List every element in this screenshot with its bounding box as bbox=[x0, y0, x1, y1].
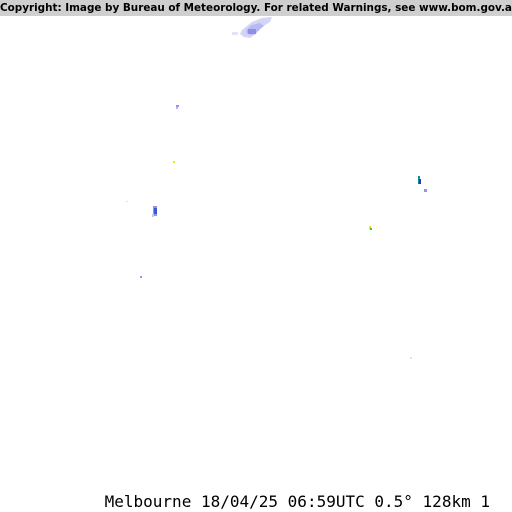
caption-date: 18/04/25 bbox=[200, 492, 279, 511]
echo-speck-yellow-east bbox=[369, 226, 372, 230]
radar-caption: Melbourne 18/04/25 06:59UTC 0.5° 128km 1 bbox=[0, 492, 512, 512]
echo-cell-east bbox=[418, 176, 427, 192]
caption-time: 06:59UTC bbox=[287, 492, 365, 511]
copyright-banner: Copyright: Image by Bureau of Meteorolog… bbox=[0, 0, 512, 16]
echo-speck-yellow-west bbox=[173, 161, 175, 163]
echo-speck-nw bbox=[176, 105, 179, 109]
echo-speck-sw bbox=[140, 276, 142, 278]
caption-frame: 1 bbox=[480, 492, 490, 511]
radar-echo-layer bbox=[126, 17, 427, 359]
caption-elevation: 0.5° bbox=[374, 492, 413, 511]
radar-echo-field bbox=[0, 16, 512, 488]
echo-cell-west bbox=[126, 201, 157, 217]
copyright-text: Copyright: Image by Bureau of Meteorolog… bbox=[0, 2, 512, 14]
echo-cluster-north bbox=[232, 17, 272, 38]
caption-range: 128km bbox=[422, 492, 471, 511]
echo-speck-se bbox=[410, 357, 412, 359]
caption-location: Melbourne bbox=[104, 492, 192, 511]
